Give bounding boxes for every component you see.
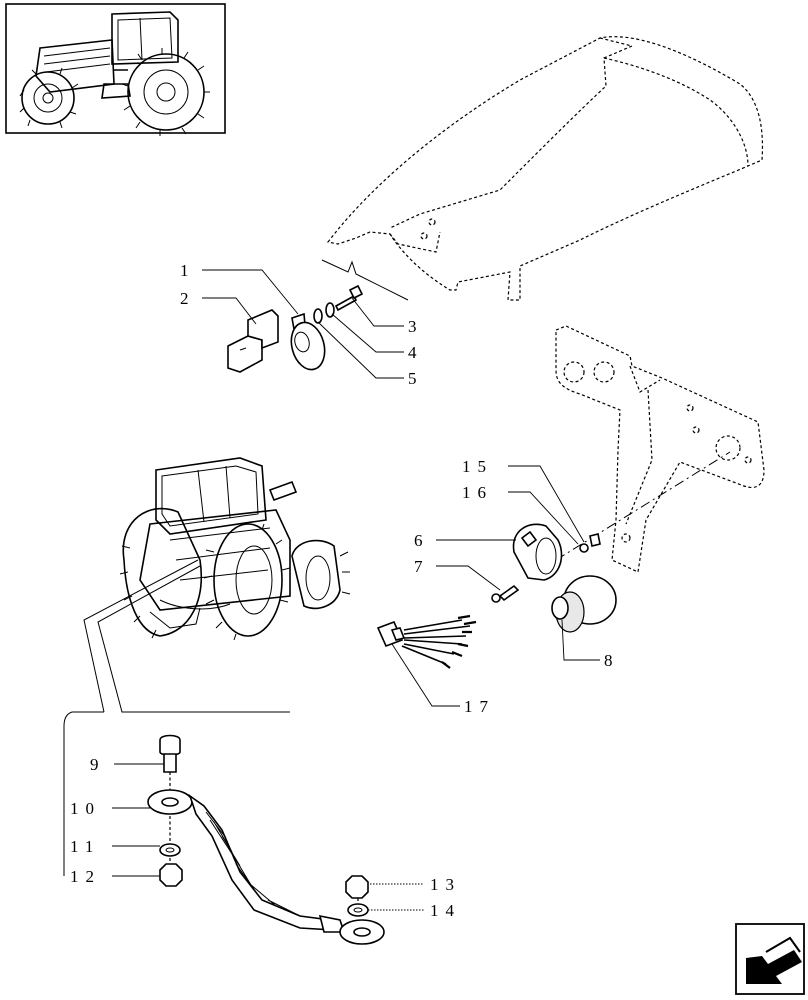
leader-lines [112, 269, 600, 911]
callout-13: 13 [430, 875, 461, 894]
callout-15: 15 [462, 457, 493, 476]
callout-5: 5 [408, 369, 424, 388]
callout-7: 7 [414, 557, 430, 576]
callout-10: 10 [70, 799, 101, 818]
callout-3: 3 [408, 317, 424, 336]
bracket [227, 335, 263, 373]
callout-9: 9 [90, 755, 106, 774]
callout-14: 14 [430, 901, 461, 920]
callout-labels: 1 2 3 4 5 6 7 8 9 10 11 12 13 14 15 16 1… [70, 261, 620, 920]
callout-6: 6 [414, 531, 430, 550]
horn [290, 321, 326, 371]
callout-11: 11 [70, 837, 100, 856]
callout-12: 12 [70, 867, 101, 886]
mounting-plate-outline [555, 325, 765, 573]
callout-16: 16 [462, 483, 493, 502]
callout-2: 2 [180, 289, 196, 308]
callout-1: 1 [180, 261, 196, 280]
fender-outline [326, 36, 764, 301]
socket-assembly [376, 523, 617, 669]
tractor-rear-illustration [119, 457, 351, 641]
callout-17: 17 [464, 697, 495, 716]
next-page-arrow-icon[interactable] [735, 923, 805, 995]
horn-assembly [227, 259, 409, 373]
tractor-thumbnail-icon[interactable] [5, 3, 226, 136]
callout-4: 4 [408, 343, 424, 362]
detail-leader [63, 559, 290, 876]
callout-8: 8 [604, 651, 620, 670]
earth-strap-assembly [147, 734, 385, 945]
